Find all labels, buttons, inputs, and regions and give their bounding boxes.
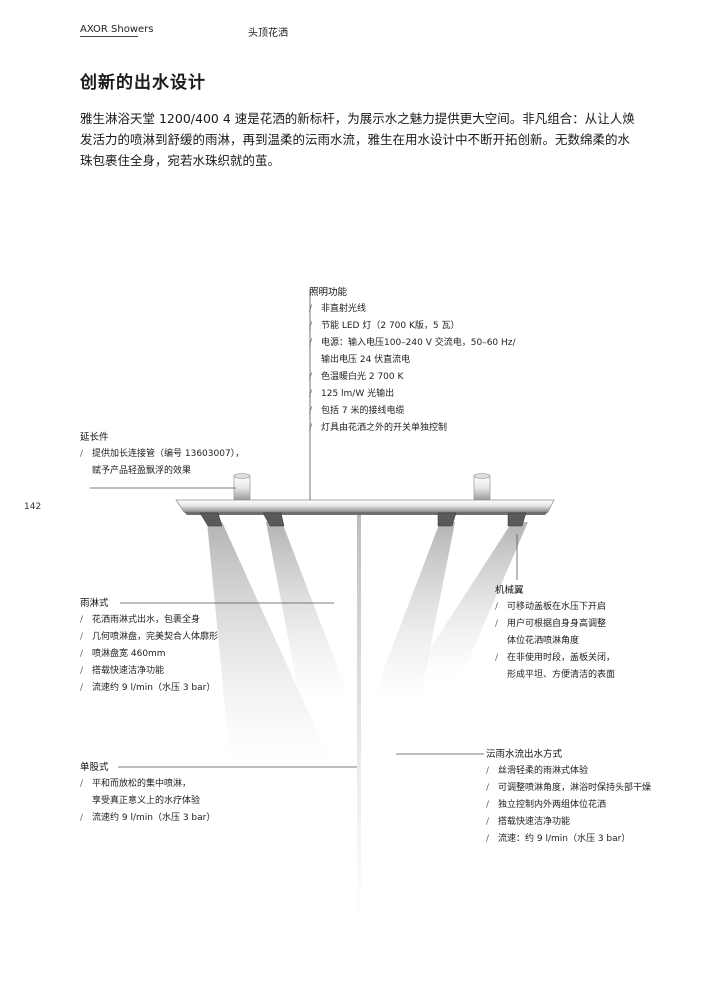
lighting-item: 色温暖白光 2 700 K bbox=[309, 369, 516, 386]
lighting-item: 灯具由花洒之外的开关单独控制 bbox=[309, 420, 516, 437]
header-brand: AXOR Showers bbox=[80, 24, 154, 35]
jet-outer-left bbox=[199, 512, 223, 527]
lighting-item: 输出电压 24 伏直流电 bbox=[321, 355, 411, 365]
page-number: 142 bbox=[24, 502, 42, 512]
lighting-item: 125 lm/W 光输出 bbox=[309, 386, 516, 403]
cloud-item: 可调整喷淋角度，淋浴时保持头部干燥 bbox=[486, 780, 651, 797]
single-stream bbox=[357, 510, 361, 930]
header-underline bbox=[80, 36, 138, 37]
cloud-callout: 沄雨水流出水方式 丝滑轻柔的雨淋式体验 可调整喷淋角度，淋浴时保持头部干燥 独立… bbox=[486, 746, 651, 848]
jet-inner-right bbox=[437, 512, 457, 527]
single-item: 平和而放松的集中喷淋， bbox=[80, 776, 215, 793]
mechanical-item: 体位花洒喷淋角度 bbox=[507, 636, 580, 646]
mechanical-item: 可移动盖板在水压下开启 bbox=[495, 599, 615, 616]
mechanical-callout: 机械翼 可移动盖板在水压下开启 用户可根据自身身高调整 体位花洒喷淋角度 在非使… bbox=[495, 582, 615, 684]
single-item: 流速约 9 l/min（水压 3 bar） bbox=[80, 810, 215, 827]
mount-right bbox=[473, 473, 491, 503]
lighting-item: 非直射光线 bbox=[309, 301, 516, 318]
rain-item: 花洒雨淋式出水，包裹全身 bbox=[80, 612, 218, 629]
lighting-item: 包括 7 米的接线电缆 bbox=[309, 403, 516, 420]
extension-title: 延长件 bbox=[80, 432, 109, 443]
rain-callout: 雨淋式 花洒雨淋式出水，包裹全身 几何喷淋盘，完美契合人体廓形 喷淋盘宽 460… bbox=[80, 595, 218, 697]
cloud-item: 独立控制内外两组体位花洒 bbox=[486, 797, 651, 814]
mechanical-item: 在非使用时段，盖板关闭， bbox=[495, 650, 615, 667]
extension-item: 赋予产品轻盈飘浮的效果 bbox=[92, 466, 192, 476]
jet-inner-left bbox=[262, 512, 285, 527]
mechanical-item: 用户可根据自身身高调整 bbox=[495, 616, 615, 633]
single-callout: 单股式 平和而放松的集中喷淋， 享受真正意义上的水疗体验 流速约 9 l/min… bbox=[80, 759, 215, 827]
rain-title: 雨淋式 bbox=[80, 598, 109, 609]
single-title: 单股式 bbox=[80, 762, 109, 773]
lighting-item: 电源：输入电压100–240 V 交流电，50–60 Hz/ bbox=[309, 335, 516, 352]
outer-spray-left bbox=[207, 522, 330, 760]
rain-item: 流速约 9 l/min（水压 3 bar） bbox=[80, 680, 218, 697]
rain-item: 几何喷淋盘，完美契合人体廓形 bbox=[80, 629, 218, 646]
mechanical-item: 形成平坦、方便清洁的表面 bbox=[507, 670, 616, 680]
single-item: 享受真正意义上的水疗体验 bbox=[92, 796, 201, 806]
cloud-item: 丝滑轻柔的雨淋式体验 bbox=[486, 763, 651, 780]
lighting-title: 照明功能 bbox=[309, 287, 348, 298]
extension-callout: 延长件 提供加长连接管（编号 13603007）， 赋予产品轻盈飘浮的效果 bbox=[80, 429, 244, 480]
jet-outer-right bbox=[507, 512, 527, 527]
page-title: 创新的出水设计 bbox=[80, 73, 206, 93]
extension-item: 提供加长连接管（编号 13603007）， bbox=[80, 446, 244, 463]
cloud-title: 沄雨水流出水方式 bbox=[486, 749, 563, 760]
rain-item: 喷淋盘宽 460mm bbox=[80, 646, 218, 663]
shower-head-plate bbox=[175, 499, 555, 515]
mount-left bbox=[233, 473, 251, 503]
lighting-callout: 照明功能 非直射光线 节能 LED 灯（2 700 K版，5 瓦） 电源：输入电… bbox=[309, 284, 516, 437]
cloud-item: 流速：约 9 l/min（水压 3 bar） bbox=[486, 831, 651, 848]
intro-paragraph: 雅生淋浴天堂 1200/400 4 速是花洒的新标杆，为展示水之魅力提供更大空间… bbox=[80, 111, 635, 168]
lighting-item: 节能 LED 灯（2 700 K版，5 瓦） bbox=[309, 318, 516, 335]
header-section: 头顶花洒 bbox=[248, 28, 288, 39]
rain-item: 搭载快速洁净功能 bbox=[80, 663, 218, 680]
cloud-item: 搭载快速洁净功能 bbox=[486, 814, 651, 831]
mechanical-title: 机械翼 bbox=[495, 585, 524, 596]
rain-curtain bbox=[291, 516, 445, 765]
